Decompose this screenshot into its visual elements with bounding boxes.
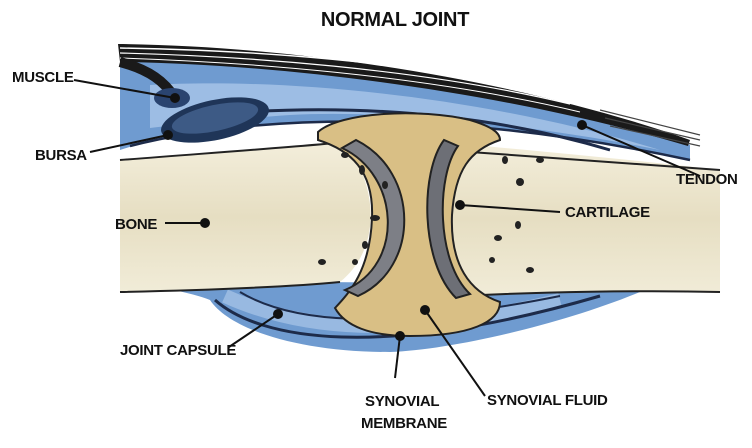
label-tendon: TENDON: [676, 171, 738, 188]
label-cartilage: CARTILAGE: [565, 204, 650, 221]
label-bursa: BURSA: [35, 147, 87, 164]
label-bone: BONE: [115, 216, 157, 233]
label-synovial-fluid: SYNOVIAL FLUID: [487, 392, 608, 409]
left-bone: [120, 142, 371, 292]
label-joint-capsule: JOINT CAPSULE: [120, 342, 236, 359]
label-muscle: MUSCLE: [12, 69, 74, 86]
label-synovial-membrane-line1: SYNOVIAL: [365, 393, 439, 410]
label-synovial-membrane-line2: MEMBRANE: [361, 415, 447, 432]
diagram-title: NORMAL JOINT: [321, 9, 469, 31]
